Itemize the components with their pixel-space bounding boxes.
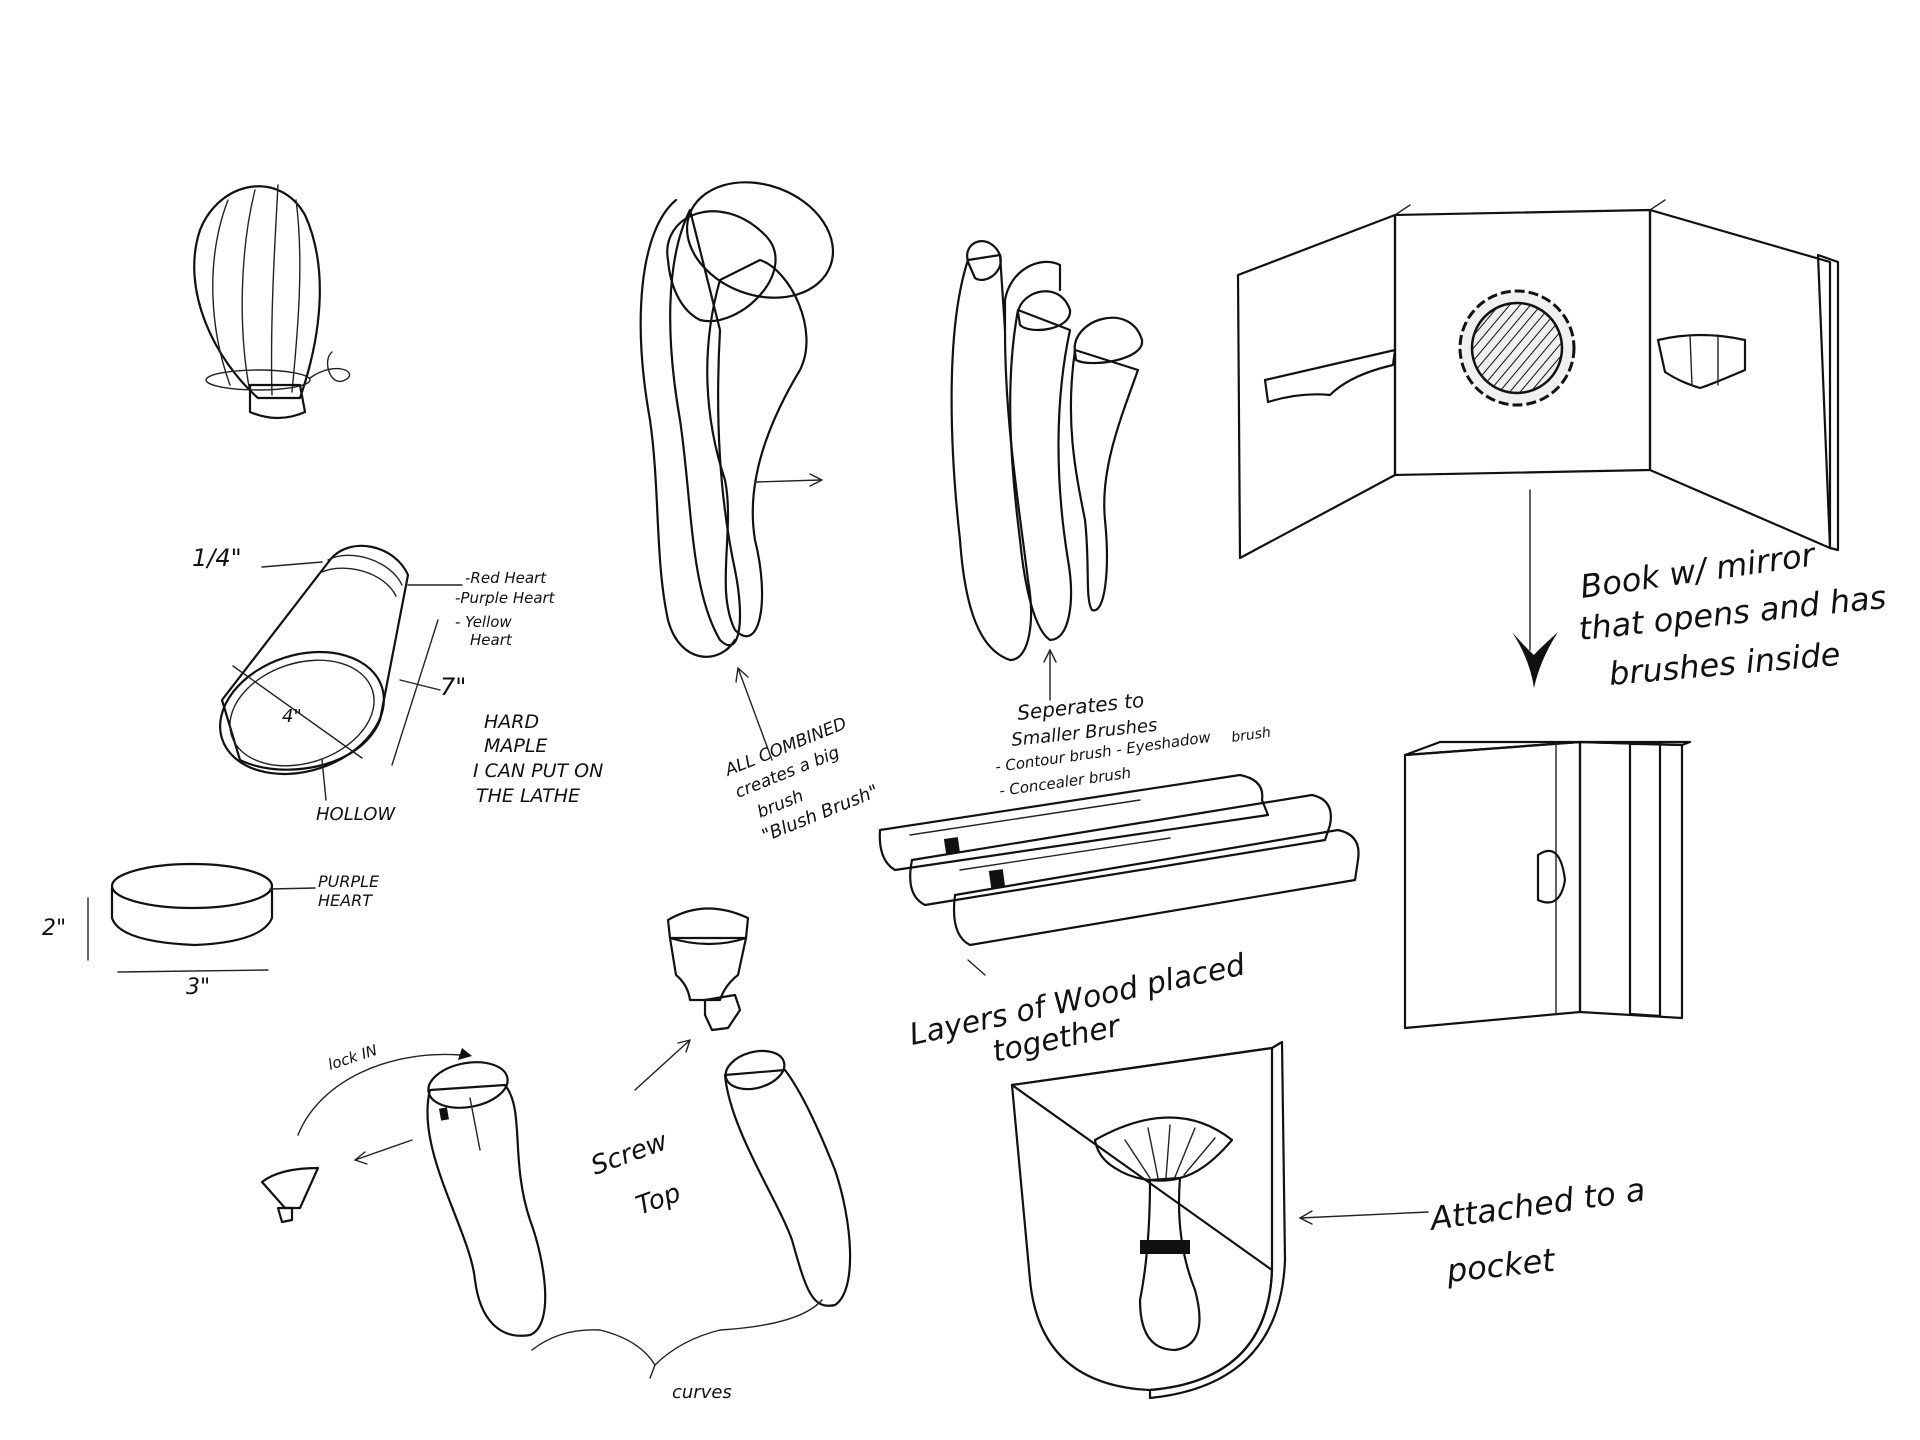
brush-head-sketch: [193, 184, 351, 420]
wood-layers-sketch: [878, 773, 1360, 976]
cap-disc-sketch: [87, 862, 316, 973]
book-note-3: brushes inside: [1607, 635, 1841, 693]
screw-note-2: Top: [632, 1178, 685, 1222]
wood-yellow-heart-label: - Yellow: [455, 613, 512, 631]
maple-note-2: MAPLE: [484, 735, 547, 757]
curves-label: curves: [672, 1382, 732, 1403]
dim-4-label: 4": [282, 706, 302, 727]
lock-in-label: lock IN: [326, 1041, 380, 1074]
maple-note-4: THE LATHE: [476, 785, 580, 807]
separated-brushes-sketch: [950, 240, 1144, 701]
dim-3-label: 3": [186, 975, 210, 1000]
dim-2-label: 2": [42, 916, 66, 941]
wood-purple-heart-label: -Purple Heart: [455, 589, 556, 607]
cap-purple-label: PURPLE: [318, 872, 380, 891]
wood-red-heart-label: -Red Heart: [465, 569, 547, 587]
maple-note-1: HARD: [484, 711, 539, 733]
cap-heart-label: HEART: [318, 891, 373, 910]
closed-book-sketch: [1403, 740, 1692, 1030]
screw-top-sketch: [531, 907, 852, 1379]
separates-note-4: brush: [1230, 725, 1272, 746]
maple-note-3: I CAN PUT ON: [473, 760, 603, 782]
cylinder-handle-sketch: [219, 544, 463, 801]
screw-note-1: Screw: [587, 1126, 672, 1181]
dim-quarter-label: 1/4": [192, 544, 242, 572]
pocket-brush-sketch: [1010, 1040, 1429, 1400]
combined-blush-brush-sketch: [639, 181, 835, 761]
wood-yellow-heart-label-2: Heart: [470, 631, 513, 649]
pocket-note-2: pocket: [1444, 1241, 1558, 1290]
pocket-note-1: Attached to a: [1426, 1170, 1648, 1238]
open-book-mirror-sketch: [1236, 199, 1840, 688]
dim-7-label: 7": [440, 673, 466, 701]
lock-in-handle-sketch: [260, 1048, 547, 1337]
hollow-label: HOLLOW: [316, 804, 396, 825]
